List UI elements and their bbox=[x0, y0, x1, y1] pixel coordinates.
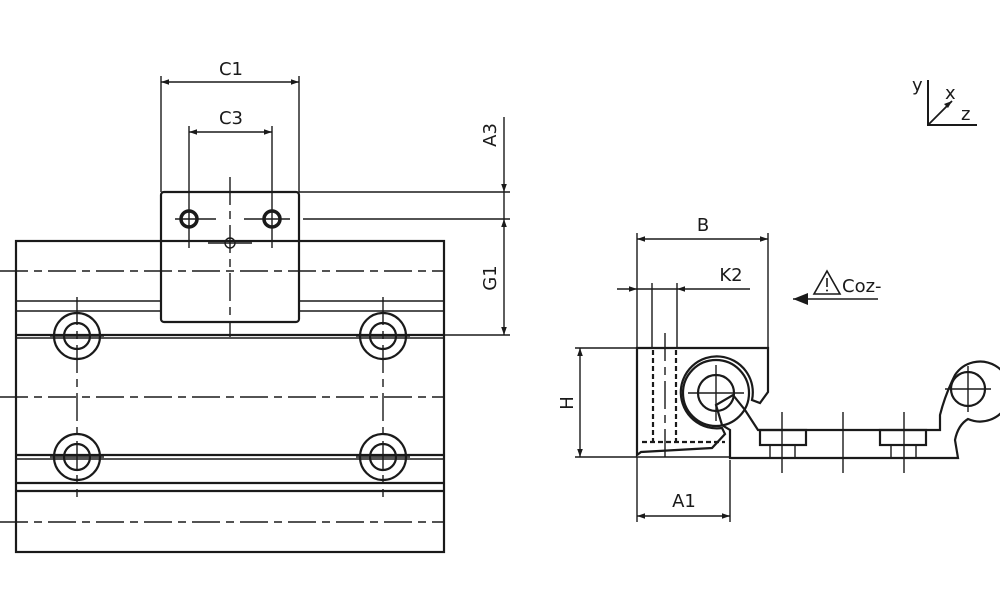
carriage-holes bbox=[175, 177, 290, 337]
label-coz: Coz- bbox=[842, 276, 882, 297]
section-view: B K2 H A1 Coz- bbox=[557, 215, 1000, 522]
coordinate-axes-icon: y x z bbox=[912, 75, 977, 126]
label-k2: K2 bbox=[719, 265, 742, 286]
label-h: H bbox=[557, 396, 578, 410]
rail-section bbox=[714, 360, 1000, 460]
label-c3: C3 bbox=[219, 108, 243, 129]
label-g1: G1 bbox=[480, 265, 501, 290]
label-b: B bbox=[697, 215, 709, 236]
warning-triangle-icon bbox=[812, 269, 842, 295]
carriage-section bbox=[635, 346, 770, 458]
top-view: C1 C3 A3 G1 bbox=[0, 59, 510, 554]
roller-ring bbox=[681, 358, 751, 428]
mounting-holes bbox=[50, 297, 410, 497]
label-a1: A1 bbox=[672, 491, 696, 512]
pocket bbox=[758, 428, 808, 447]
pocket bbox=[878, 428, 928, 447]
axis-z-label: z bbox=[961, 104, 970, 125]
axis-x-label: x bbox=[945, 83, 956, 104]
label-a3: A3 bbox=[480, 123, 501, 147]
label-c1: C1 bbox=[219, 59, 243, 80]
axis-y-label: y bbox=[912, 75, 923, 96]
